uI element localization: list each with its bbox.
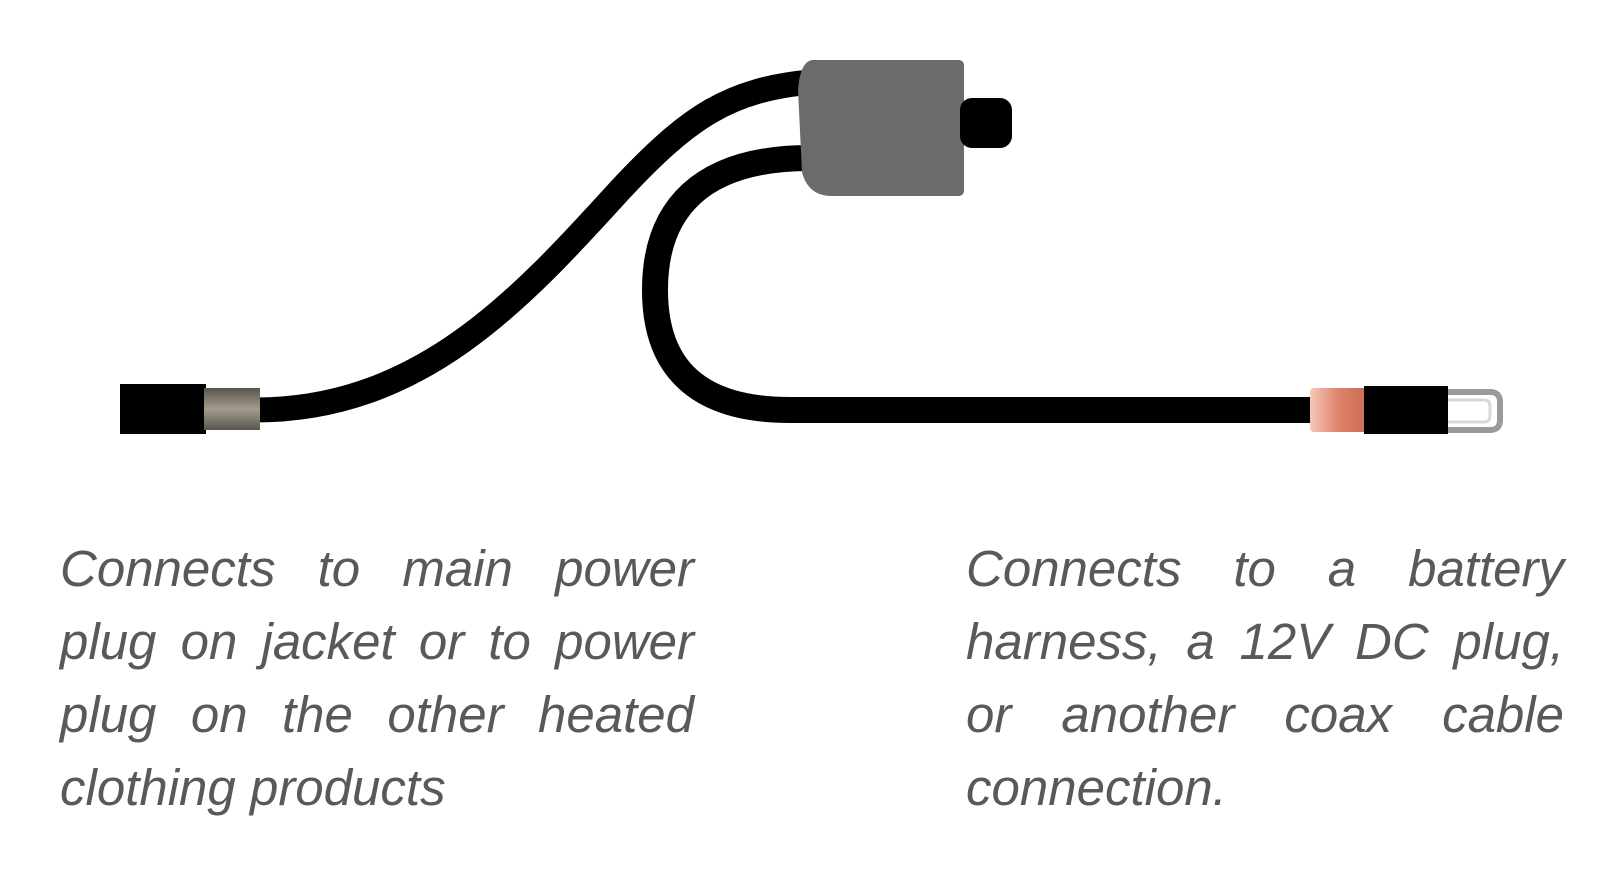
y-splitter-cable-diagram — [120, 60, 1503, 434]
right-connector-pin-inner — [1448, 398, 1492, 424]
upper-cable — [242, 69, 823, 423]
left-connector-caption: Connects to main power plug on jacket or… — [60, 540, 694, 816]
lower-cable — [641, 145, 1338, 423]
right-connector-sleeve — [1310, 388, 1368, 432]
right-connector-plug — [1364, 386, 1448, 434]
splitter-button — [960, 98, 1012, 148]
splitter-body — [798, 60, 964, 196]
left-connector-ferrule — [204, 388, 260, 430]
right-connector-caption: Connects to a battery harness, a 12V DC … — [966, 540, 1564, 816]
left-connector-plug — [120, 384, 206, 434]
right-connector-pin — [1448, 389, 1503, 433]
